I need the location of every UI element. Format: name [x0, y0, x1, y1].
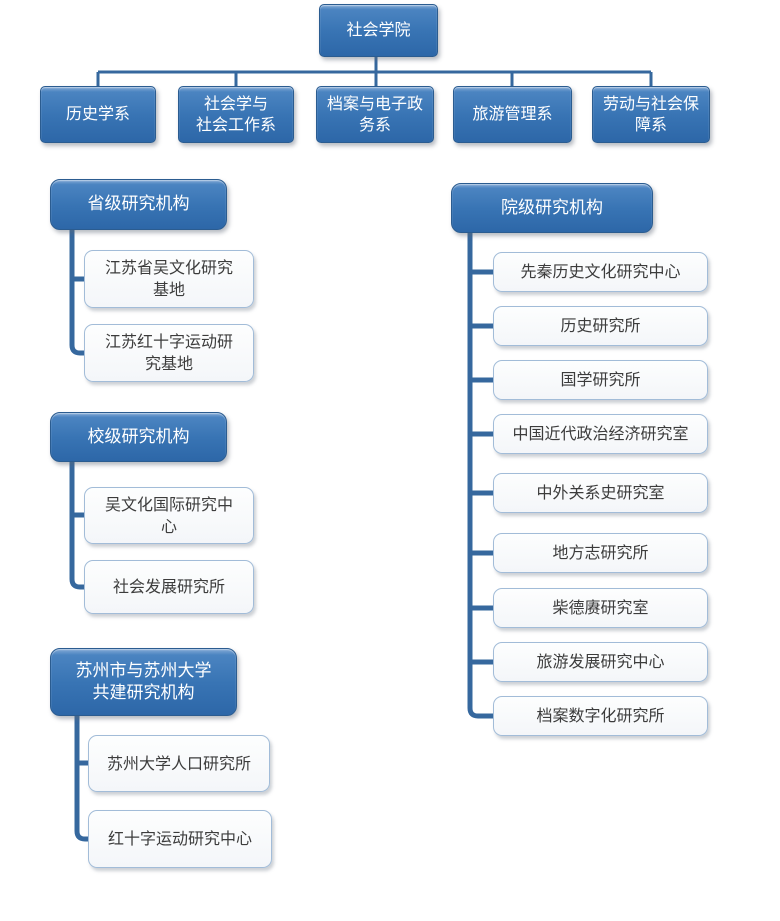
research-item: 旅游发展研究中心 — [493, 642, 708, 682]
research-item: 中外关系史研究室 — [493, 473, 708, 513]
research-item: 苏州大学人口研究所 — [88, 735, 270, 792]
section-header-joint: 苏州市与苏州大学 共建研究机构 — [50, 648, 237, 716]
research-item: 江苏省吴文化研究基地 — [84, 250, 254, 308]
dept-node-labor-social-security: 劳动与社会保障系 — [592, 86, 710, 143]
section-header-provincial: 省级研究机构 — [50, 179, 227, 230]
research-item: 江苏红十字运动研究基地 — [84, 324, 254, 382]
research-item: 柴德赓研究室 — [493, 588, 708, 628]
section-header-college: 院级研究机构 — [451, 183, 653, 233]
research-item: 红十字运动研究中心 — [88, 810, 272, 868]
dept-node-history: 历史学系 — [40, 86, 156, 143]
research-item: 历史研究所 — [493, 306, 708, 346]
section-header-university: 校级研究机构 — [50, 412, 227, 462]
dept-node-sociology-social-work: 社会学与 社会工作系 — [178, 86, 294, 143]
research-item: 中国近代政治经济研究室 — [493, 414, 708, 454]
research-item: 国学研究所 — [493, 360, 708, 400]
research-item: 档案数字化研究所 — [493, 696, 708, 736]
dept-node-tourism: 旅游管理系 — [453, 86, 572, 143]
research-item: 吴文化国际研究中心 — [84, 487, 254, 544]
root-node-college: 社会学院 — [319, 4, 438, 57]
research-item: 先秦历史文化研究中心 — [493, 252, 708, 292]
dept-node-archives-egov: 档案与电子政务系 — [316, 86, 434, 143]
research-item: 地方志研究所 — [493, 533, 708, 573]
research-item: 社会发展研究所 — [84, 560, 254, 614]
